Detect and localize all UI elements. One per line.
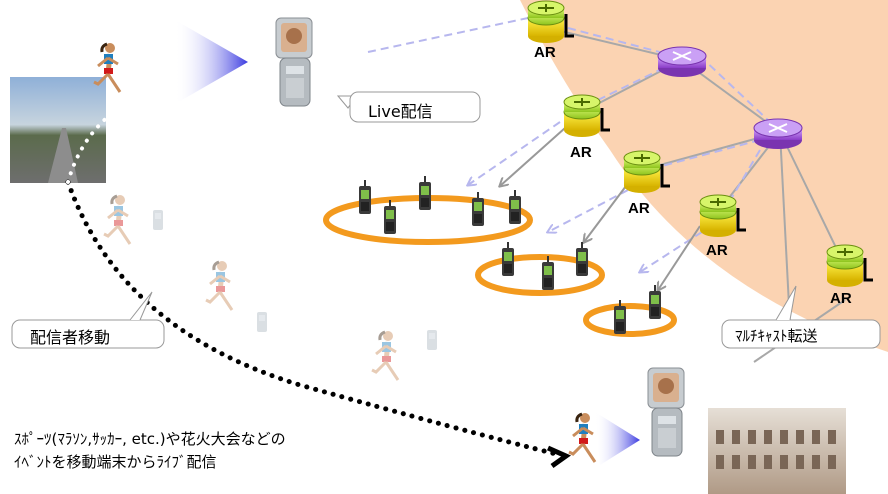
mover-callout (11, 319, 165, 349)
ar-label: AR (534, 44, 556, 61)
multicast-arrows (500, 127, 701, 290)
mover-label: 配信者移動 (30, 328, 111, 347)
live-label: Live配信 (368, 102, 433, 121)
colosseum-photo (708, 408, 846, 494)
live-beam (595, 412, 640, 465)
ar-label: AR (628, 200, 650, 217)
movement-trail (65, 179, 563, 458)
core-router-icon (753, 118, 803, 150)
multicast-label: ﾏﾙﾁｷｬｽﾄ転送 (735, 327, 818, 345)
mover-callout-tail (129, 291, 153, 321)
movement-trail (66, 113, 112, 184)
dashed-paths (367, 17, 771, 272)
live-beam (175, 20, 248, 104)
core-router-icon (657, 46, 707, 78)
ar-label: AR (706, 242, 728, 259)
core-network-area (520, 0, 888, 352)
multicast-callout (721, 319, 881, 349)
multicast-group-ring (475, 254, 605, 296)
caption: ｽﾎﾟｰﾂ(ﾏﾗｿﾝ,ｻｯｶｰ, etc.)や花火大会などの ｲﾍﾞﾝﾄを移動端… (14, 428, 286, 474)
ar-label: AR (830, 290, 852, 307)
live-callout (349, 91, 481, 123)
colosseum-photo (716, 430, 836, 469)
ar-label: AR (570, 144, 592, 161)
caption-line: ｲﾍﾞﾝﾄを移動端末からﾗｲﾌﾞ配信 (14, 453, 217, 471)
trail-arrowhead (546, 445, 572, 469)
caption-line: ｽﾎﾟｰﾂ(ﾏﾗｿﾝ,ｻｯｶｰ, etc.)や花火大会などの (14, 430, 286, 448)
mobile-phone-icon (647, 367, 685, 457)
multicast-group-ring (583, 303, 677, 337)
road-photo (48, 128, 78, 183)
runner-icon (94, 43, 120, 92)
mobile-phone-icon (275, 17, 313, 107)
runner-icon (569, 413, 595, 462)
multicast-callout-tail (775, 285, 797, 321)
